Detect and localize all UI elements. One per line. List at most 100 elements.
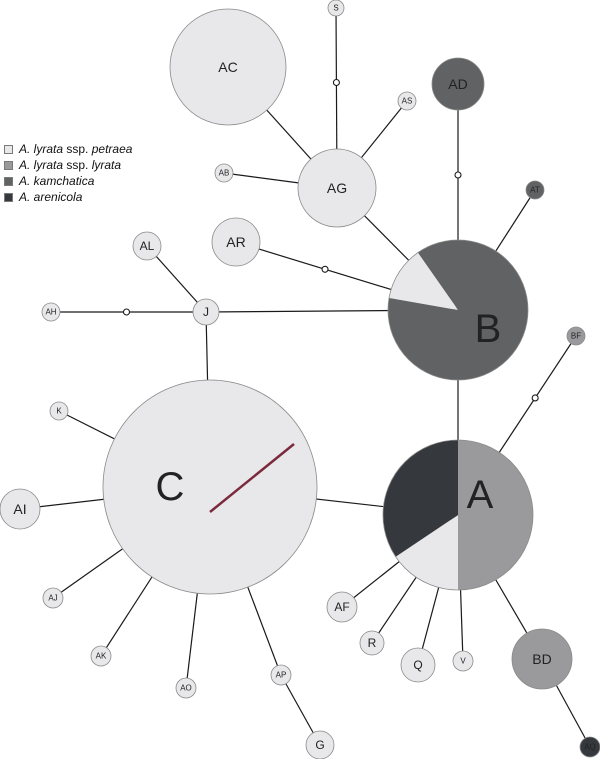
haplotype-ab: AB — [214, 163, 234, 183]
haplotype-label: BD — [532, 651, 551, 667]
missing-step-marker — [531, 394, 539, 402]
haplotype-outline — [382, 439, 534, 591]
haplotype-aq: AQ — [579, 736, 600, 758]
haplotype-ad: AD — [431, 57, 485, 111]
haplotype-a: A — [382, 439, 534, 591]
legend-item-kamchatica: A. kamchatica — [4, 173, 132, 189]
legend-swatch — [4, 160, 13, 170]
haplotype-circle — [175, 677, 197, 699]
haplotype-c: C — [102, 379, 318, 595]
haplotype-label: AR — [226, 234, 245, 250]
haplotype-as: AS — [397, 91, 417, 111]
haplotype-circle — [326, 591, 358, 623]
haplotype-r: R — [359, 630, 385, 656]
haplotype-label: AF — [334, 600, 349, 614]
haplotype-circle — [169, 8, 287, 126]
haplotype-af: AF — [326, 591, 358, 623]
legend-swatch — [4, 176, 13, 186]
haplotype-circle — [0, 488, 41, 530]
haplotype-c-accent-line — [209, 443, 295, 513]
haplotype-circle — [452, 650, 474, 672]
haplotype-label: AS — [402, 97, 413, 106]
haplotype-circle — [305, 730, 335, 759]
haplotype-label: S — [333, 4, 338, 13]
haplotype-circle — [327, 0, 345, 17]
haplotype-label: AK — [96, 652, 107, 661]
haplotype-g: G — [305, 730, 335, 759]
pie-slice-lyrata — [458, 440, 533, 590]
haplotype-circle — [566, 326, 586, 346]
haplotype-circle — [579, 736, 600, 758]
haplotype-circle — [90, 645, 112, 667]
haplotype-ar: AR — [211, 217, 261, 267]
haplotype-label: AD — [448, 76, 467, 92]
pie-slice-arenicola — [383, 440, 458, 557]
haplotype-label: AI — [13, 501, 26, 517]
legend-swatch — [4, 192, 13, 202]
legend-item-lyrata: A. lyrata ssp. lyrata — [4, 157, 132, 173]
missing-step-marker — [122, 308, 131, 316]
haplotype-circle — [297, 148, 377, 228]
haplotype-q: Q — [400, 647, 436, 683]
haplotype-circle — [214, 163, 234, 183]
pie-slice-kamchatica — [388, 240, 528, 381]
missing-step-marker — [332, 78, 340, 87]
haplotype-label: C — [156, 465, 185, 509]
haplotype-ah: AH — [41, 302, 61, 322]
legend-subspecies: lyrata — [91, 158, 122, 172]
haplotype-circle — [132, 231, 162, 261]
haplotype-ai: AI — [0, 488, 41, 530]
haplotype-circle — [511, 628, 573, 690]
legend-subspecies: petraea — [91, 142, 133, 156]
haplotype-al: AL — [132, 231, 162, 261]
haplotype-circle — [431, 57, 485, 111]
haplotype-label: AH — [45, 308, 56, 317]
haplotype-ao: AO — [175, 677, 197, 699]
haplotype-label: R — [368, 636, 377, 650]
haplotype-circle — [211, 217, 261, 267]
haplotype-circle — [49, 401, 69, 421]
haplotype-s: S — [327, 0, 345, 17]
legend: A. lyrata ssp. petraea A. lyrata ssp. ly… — [4, 141, 132, 205]
network-edges — [19, 7, 591, 748]
legend-species: A. lyrata — [19, 158, 64, 172]
haplotype-label: Q — [413, 658, 422, 672]
pie-slice-petraea — [395, 515, 458, 590]
haplotype-ag: AG — [297, 148, 377, 228]
haplotype-ac: AC — [169, 8, 287, 126]
haplotype-circle — [192, 298, 220, 326]
haplotype-label: AQ — [584, 743, 596, 752]
legend-species: A. lyrata — [19, 142, 64, 156]
haplotype-outline — [387, 239, 529, 381]
haplotype-label: AC — [218, 59, 237, 75]
haplotype-ak: AK — [90, 645, 112, 667]
legend-rank: ssp. — [66, 158, 89, 172]
haplotype-at: AT — [525, 180, 545, 200]
haplotype-circle — [270, 664, 292, 686]
legend-swatch — [4, 144, 13, 154]
haplotype-circle — [359, 630, 385, 656]
haplotype-bf: BF — [566, 326, 586, 346]
haplotype-j: J — [192, 298, 220, 326]
haplotype-label: K — [56, 407, 62, 416]
missing-step-marker — [321, 265, 329, 273]
missing-step-marker — [454, 171, 462, 179]
haplotype-k: K — [49, 401, 69, 421]
haplotype-v: V — [452, 650, 474, 672]
haplotype-label: G — [315, 738, 324, 752]
legend-item-petraea: A. lyrata ssp. petraea — [4, 141, 132, 157]
pie-slice-petraea — [389, 252, 458, 310]
haplotype-aj: AJ — [42, 587, 64, 609]
legend-species: A. arenicola — [19, 190, 83, 204]
haplotype-label: B — [475, 307, 502, 351]
haplotype-label: AJ — [48, 594, 57, 603]
haplotype-circle — [525, 180, 545, 200]
legend-species: A. kamchatica — [19, 174, 95, 188]
haplotype-label: A — [467, 473, 494, 517]
haplotype-label: AL — [140, 239, 155, 253]
haplotype-circle — [41, 302, 61, 322]
haplotype-circle — [102, 379, 318, 595]
haplotype-circle — [42, 587, 64, 609]
